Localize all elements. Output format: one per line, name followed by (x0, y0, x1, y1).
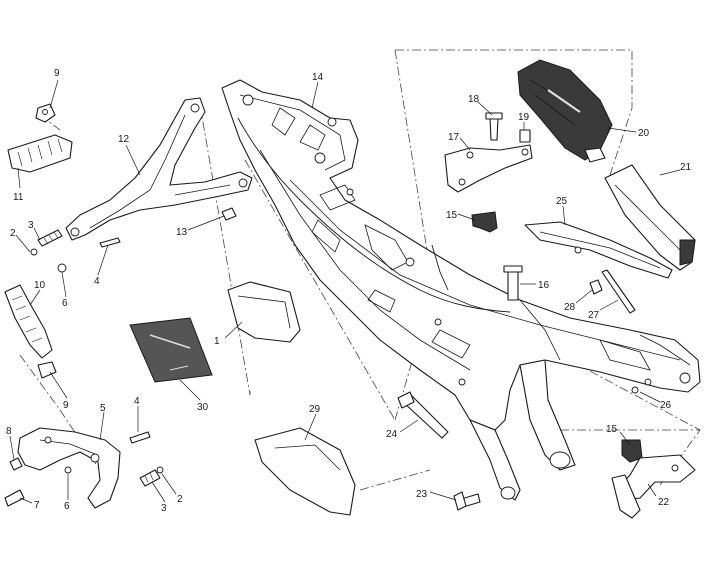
pouch (604, 164, 696, 271)
callout-4-lower: 4 (134, 396, 140, 407)
left-footpeg-lower (4, 284, 57, 379)
callout-15-lower: 15 (606, 424, 618, 435)
callout-10: 10 (34, 280, 46, 291)
cover-plate (524, 221, 673, 279)
callout-26: 26 (660, 400, 672, 411)
callout-28: 28 (564, 302, 576, 313)
long-bolt (397, 391, 449, 439)
rubber-pad (227, 281, 301, 343)
heel-guard-bracket (4, 427, 164, 509)
callout-17: 17 (448, 132, 460, 143)
callout-12: 12 (118, 134, 130, 145)
left-footpeg-upper (7, 103, 73, 173)
grommets (471, 211, 643, 463)
callout-29: 29 (309, 404, 321, 415)
callout-5: 5 (100, 403, 106, 414)
callout-8: 8 (6, 426, 12, 437)
short-bolt (453, 491, 481, 511)
side-panel (254, 427, 356, 516)
decal-sheet (129, 317, 213, 383)
callout-3-lower: 3 (161, 503, 167, 514)
callout-23: 23 (416, 489, 428, 500)
rear-subframe (221, 79, 701, 501)
callout-20: 20 (638, 128, 650, 139)
callout-6-upper: 6 (62, 298, 68, 309)
callout-9-lower: 9 (63, 400, 69, 411)
callout-18: 18 (468, 94, 480, 105)
callout-25: 25 (556, 196, 568, 207)
callout-9-upper: 9 (54, 68, 60, 79)
callout-11: 11 (13, 192, 24, 203)
washers (631, 378, 652, 394)
tool-container (517, 59, 613, 163)
callout-14: 14 (312, 72, 324, 83)
callout-2-upper: 2 (10, 228, 16, 239)
callout-2-lower: 2 (177, 494, 183, 505)
callout-labels: 9 11 12 2 3 4 6 10 9 5 4 8 7 6 3 2 13 1 … (6, 68, 692, 514)
callout-22: 22 (658, 497, 670, 508)
callout-1: 1 (214, 336, 220, 347)
callout-13: 13 (176, 227, 188, 238)
callout-30: 30 (197, 402, 209, 413)
right-footpeg-bracket (611, 454, 696, 519)
callout-24: 24 (386, 429, 398, 440)
left-footpeg-bracket (65, 97, 253, 241)
bolt-16 (503, 265, 523, 301)
callout-21: 21 (680, 162, 692, 173)
callout-15-upper: 15 (446, 210, 458, 221)
rod-and-screw (589, 269, 636, 314)
callout-16: 16 (538, 280, 550, 291)
callout-27: 27 (588, 310, 600, 321)
callout-3-upper: 3 (28, 220, 34, 231)
leader-lines (9, 79, 681, 504)
callout-4-upper: 4 (94, 276, 100, 287)
callout-6-lower: 6 (64, 501, 70, 512)
small-hardware-left (30, 207, 237, 273)
callout-19: 19 (518, 112, 530, 123)
callout-7: 7 (34, 500, 40, 511)
mount-bracket (444, 112, 533, 193)
